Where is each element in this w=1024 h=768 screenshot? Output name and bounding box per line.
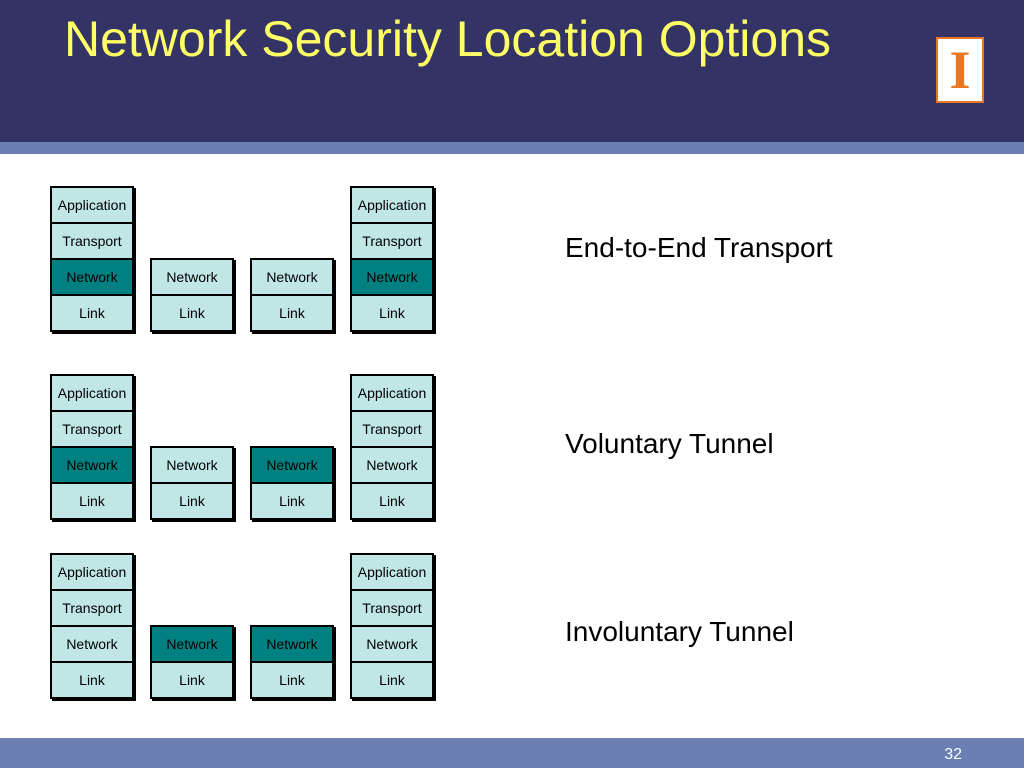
host-a-stack-row3: Application Transport Network Link xyxy=(50,553,134,699)
router-2-stack-row3: Network Link xyxy=(250,625,334,699)
university-logo-icon: I xyxy=(936,37,984,103)
application-layer: Application xyxy=(352,188,432,222)
host-b-stack-row1: Application Transport Network Link xyxy=(350,186,434,332)
link-layer: Link xyxy=(352,296,432,330)
router-1-stack-row3: Network Link xyxy=(150,625,234,699)
router-2-stack-row2: Network Link xyxy=(250,446,334,520)
network-layer-highlighted: Network xyxy=(252,627,332,661)
link-layer: Link xyxy=(152,296,232,330)
network-layer: Network xyxy=(152,448,232,482)
page-number: 32 xyxy=(944,746,962,763)
router-1-stack-row2: Network Link xyxy=(150,446,234,520)
link-layer: Link xyxy=(52,484,132,518)
application-layer: Application xyxy=(52,376,132,410)
host-b-stack-row3: Application Transport Network Link xyxy=(350,553,434,699)
transport-layer: Transport xyxy=(352,412,432,446)
row-label-involuntary-tunnel: Involuntary Tunnel xyxy=(565,616,794,647)
link-layer: Link xyxy=(52,296,132,330)
network-layer: Network xyxy=(252,260,332,294)
router-2-stack-row1: Network Link xyxy=(250,258,334,332)
link-layer: Link xyxy=(252,296,332,330)
transport-layer: Transport xyxy=(52,412,132,446)
link-layer: Link xyxy=(352,484,432,518)
link-layer: Link xyxy=(52,663,132,697)
row-label-end-to-end: End-to-End Transport xyxy=(565,232,833,263)
application-layer: Application xyxy=(52,555,132,589)
transport-layer: Transport xyxy=(352,591,432,625)
network-layer: Network xyxy=(152,260,232,294)
transport-layer: Transport xyxy=(352,224,432,258)
network-layer-highlighted: Network xyxy=(52,260,132,294)
transport-layer: Transport xyxy=(52,224,132,258)
router-1-stack-row1: Network Link xyxy=(150,258,234,332)
header-stripe xyxy=(0,142,1024,154)
application-layer: Application xyxy=(352,376,432,410)
host-a-stack-row2: Application Transport Network Link xyxy=(50,374,134,520)
network-layer: Network xyxy=(52,627,132,661)
network-layer-highlighted: Network xyxy=(52,448,132,482)
network-layer: Network xyxy=(352,627,432,661)
slide-header: Network Security Location Options I xyxy=(0,0,1024,142)
link-layer: Link xyxy=(252,484,332,518)
network-layer-highlighted: Network xyxy=(152,627,232,661)
slide-title: Network Security Location Options xyxy=(64,11,832,67)
row-label-voluntary-tunnel: Voluntary Tunnel xyxy=(565,428,774,459)
application-layer: Application xyxy=(52,188,132,222)
link-layer: Link xyxy=(152,484,232,518)
network-layer-highlighted: Network xyxy=(252,448,332,482)
network-layer: Network xyxy=(352,448,432,482)
application-layer: Application xyxy=(352,555,432,589)
logo-glyph: I xyxy=(949,40,971,100)
host-a-stack-row1: Application Transport Network Link xyxy=(50,186,134,332)
link-layer: Link xyxy=(252,663,332,697)
host-b-stack-row2: Application Transport Network Link xyxy=(350,374,434,520)
network-layer-highlighted: Network xyxy=(352,260,432,294)
link-layer: Link xyxy=(352,663,432,697)
slide-footer: 32 xyxy=(0,738,1024,768)
link-layer: Link xyxy=(152,663,232,697)
transport-layer: Transport xyxy=(52,591,132,625)
